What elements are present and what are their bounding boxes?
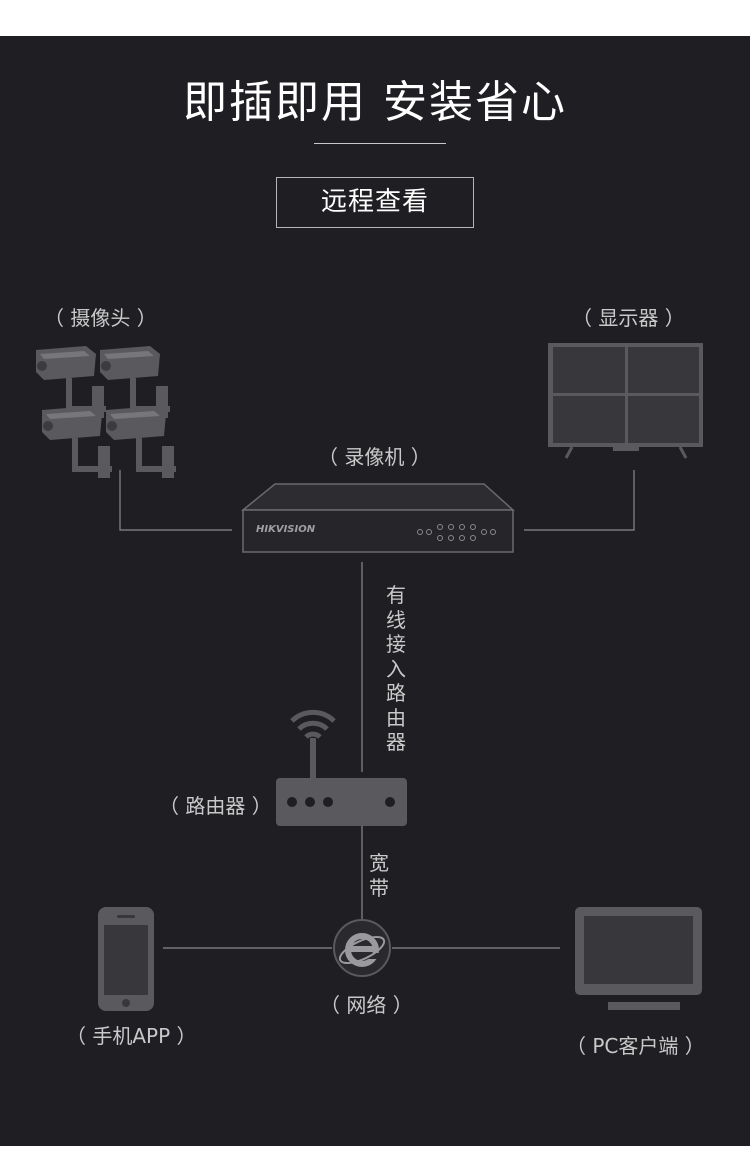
pc-label: （ PC客户端 ） xyxy=(566,1034,705,1058)
line-camera-nvr xyxy=(119,470,232,531)
camera-icon xyxy=(36,346,176,478)
remote-view-box: 远程查看 xyxy=(276,177,474,228)
page-title: 即插即用 安装省心 xyxy=(183,77,567,128)
title-underline xyxy=(314,143,446,144)
wired-router-text: 有线接入路由器 xyxy=(386,583,406,754)
tv-monitor-icon xyxy=(548,343,703,459)
network-label: （ 网络 ） xyxy=(320,993,413,1017)
router-label: （ 路由器 ） xyxy=(159,794,272,818)
camera-label: （ 摄像头 ） xyxy=(44,306,157,330)
nvr-label: （ 录像机 ） xyxy=(318,445,431,469)
nvr-brand-text: HIKVISION xyxy=(256,524,316,535)
nvr-recorder-icon xyxy=(240,483,515,553)
desktop-monitor-icon xyxy=(575,907,702,1010)
smartphone-icon xyxy=(98,907,154,1011)
ie-browser-icon xyxy=(333,919,391,977)
broadband-text: 宽带 xyxy=(369,851,389,900)
monitor-label: （ 显示器 ） xyxy=(572,306,685,330)
phone-label: （ 手机APP ） xyxy=(66,1024,197,1048)
line-monitor-nvr xyxy=(524,470,635,531)
wifi-router-icon xyxy=(276,709,407,826)
connection-lines xyxy=(119,470,635,949)
